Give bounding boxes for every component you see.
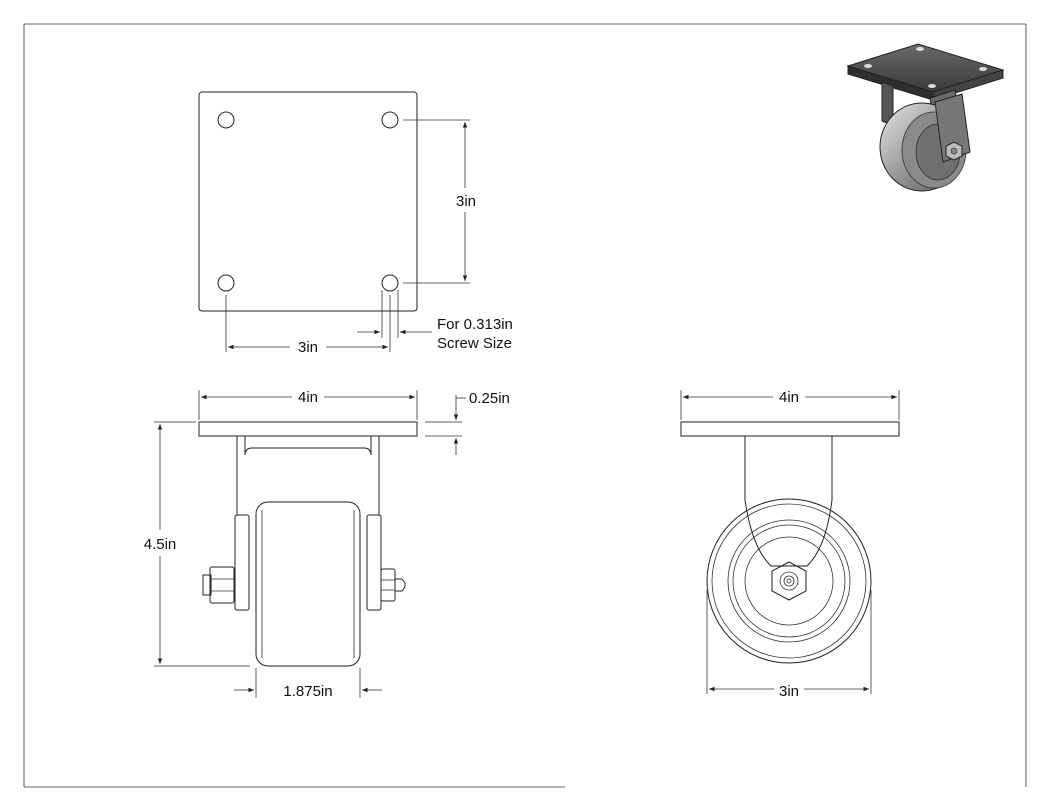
dimension-vertical-bolt-spacing: 3in: [403, 119, 476, 284]
label-plate-thickness: 0.25in: [469, 390, 510, 407]
label-side-plate-width: 4in: [779, 389, 799, 406]
dimension-front-plate-width: 4in: [198, 389, 418, 420]
drawing-border: [23, 23, 1027, 788]
isometric-caster-render: [846, 43, 1005, 192]
label-overall-height: 4.5in: [144, 536, 177, 553]
label-screw-note-line2: Screw Size: [437, 335, 512, 352]
mounting-plate-outline: [198, 91, 418, 312]
top-view: 3in 3in For 0.313in Screw Size: [198, 91, 513, 356]
label-front-plate-width: 4in: [298, 389, 318, 406]
front-bracket-left: [236, 436, 380, 515]
dimension-wheel-diameter: 3in: [706, 590, 872, 700]
dimension-horizontal-bolt-spacing: 3in: [225, 295, 391, 356]
bolt-hole-bottom-left: [217, 274, 235, 292]
side-wheel-outer: [706, 498, 872, 664]
label-screw-note-line1: For 0.313in: [437, 316, 513, 333]
bolt-hole-top-right: [381, 111, 399, 129]
side-top-plate: [680, 421, 900, 437]
label-bolt-spacing-vertical: 3in: [456, 193, 476, 210]
bolt-hole-bottom-right: [381, 274, 399, 292]
front-axle-nut-left: [209, 566, 235, 604]
label-wheel-width: 1.875in: [283, 683, 332, 700]
label-bolt-spacing-horizontal: 3in: [298, 339, 318, 356]
front-bracket-right-leg: [366, 514, 382, 611]
front-grease-fitting: [395, 578, 406, 592]
front-axle-washer-left: [202, 574, 212, 596]
dimension-plate-thickness: 0.25in: [425, 390, 510, 455]
side-fork: [744, 435, 833, 567]
front-axle-nut-right: [380, 568, 396, 602]
front-top-plate: [198, 421, 418, 437]
dimension-overall-height: 4.5in: [144, 421, 250, 667]
label-wheel-diameter: 3in: [779, 683, 799, 700]
side-axle-hex-nut: [771, 561, 807, 601]
dimension-screw-size: For 0.313in Screw Size: [357, 290, 513, 352]
front-bracket-left-leg: [234, 514, 250, 611]
front-wheel: [255, 501, 361, 667]
dimension-wheel-width: 1.875in: [234, 668, 382, 700]
dimension-side-plate-width: 4in: [680, 389, 900, 420]
bolt-hole-top-left: [217, 111, 235, 129]
side-view: 4in 3in: [680, 389, 900, 700]
front-view: 4in 0.25in 4.5in 1.875in: [144, 389, 510, 700]
